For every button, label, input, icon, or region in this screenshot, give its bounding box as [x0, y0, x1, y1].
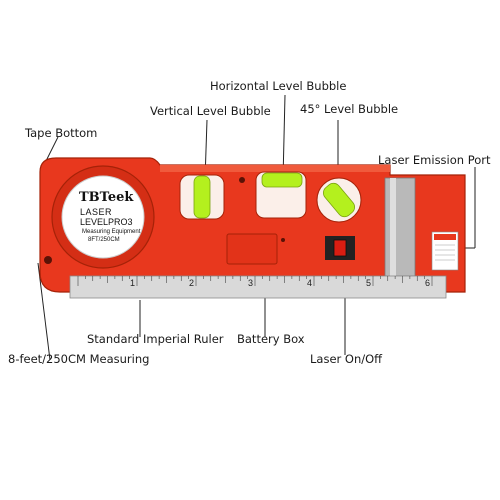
laser-switch-rocker	[333, 239, 347, 257]
ruler-inch-label: 6	[425, 278, 431, 288]
device-model-line2: LEVELPRO3	[80, 217, 133, 227]
label-horizontal-bubble: Horizontal Level Bubble	[210, 79, 347, 93]
label-imperial-ruler: Standard Imperial Ruler	[87, 332, 224, 346]
device-sub1: Measuring Equipment	[82, 229, 141, 235]
laser-housing-band	[384, 177, 416, 277]
angle-bubble-vial	[322, 182, 356, 218]
label-angle-bubble: 45° Level Bubble	[300, 102, 399, 116]
device-sub2: 8FT/250CM	[88, 237, 120, 243]
ruler-inch-label: 4	[307, 278, 313, 288]
device-brand: TBTeek	[79, 190, 134, 205]
label-tape-bottom: Tape Bottom	[25, 126, 98, 140]
label-battery-box: Battery Box	[237, 332, 305, 346]
label-laser-port: Laser Emission Port	[378, 153, 491, 167]
ruler-inch-label: 5	[366, 278, 372, 288]
label-vertical-bubble: Vertical Level Bubble	[150, 104, 271, 118]
vertical-bubble-vial	[193, 175, 211, 219]
label-laser-switch: Laser On/Off	[310, 352, 383, 366]
tape-label-disc	[61, 175, 145, 259]
ruler-inch-label: 3	[248, 278, 254, 288]
label-measuring: 8-feet/250CM Measuring	[8, 352, 150, 366]
battery-box	[226, 233, 278, 265]
horizontal-bubble-vial	[261, 172, 303, 188]
device-model-line1: LASER	[80, 207, 113, 217]
tape-ruler	[69, 275, 447, 299]
ruler-inch-label: 1	[130, 278, 136, 288]
ruler-inch-label: 2	[189, 278, 195, 288]
